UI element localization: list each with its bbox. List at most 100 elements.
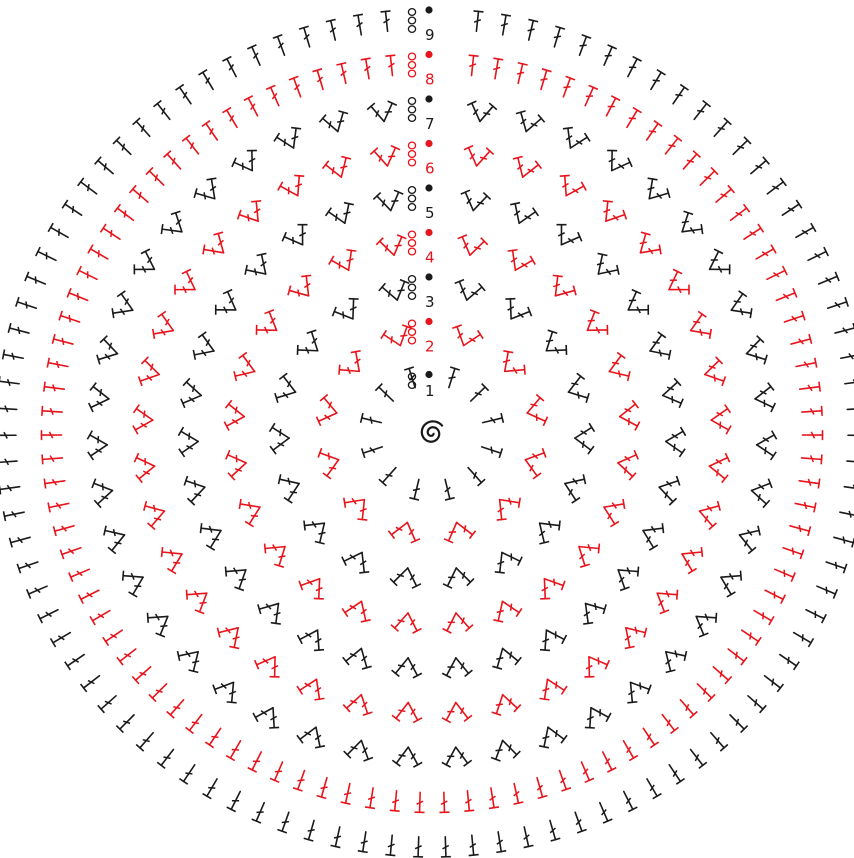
stitch-symbol (791, 334, 812, 344)
stitch-symbol (756, 245, 776, 259)
stitch-symbol (392, 658, 409, 677)
stitch-symbol (81, 676, 100, 692)
stitch-symbol (443, 613, 457, 633)
stitch-symbol (666, 441, 685, 457)
stitch-symbol (181, 395, 201, 407)
stitch-symbol (618, 450, 638, 463)
stitch-symbol (317, 778, 328, 799)
stitch-symbol (397, 280, 409, 300)
stitch-symbol (802, 454, 822, 464)
stitch-symbol (696, 613, 716, 623)
stitch-symbol (340, 157, 351, 178)
stitch-symbol (79, 590, 99, 603)
stitch-symbol (709, 466, 728, 483)
stitch-symbol (618, 567, 638, 577)
stitch-symbol (229, 628, 239, 649)
chain-stitch (408, 231, 415, 238)
stitch-symbol (561, 232, 581, 245)
chain-stitch (408, 187, 415, 194)
stitch-symbol (740, 526, 761, 536)
stitch-symbol (232, 158, 252, 171)
stitch-symbol (129, 577, 143, 597)
stitch-symbol (728, 649, 747, 665)
stitch-symbol (710, 249, 723, 269)
stitch-symbol (167, 554, 182, 574)
round-1-label: 1 (425, 382, 435, 400)
stitch-symbol (90, 611, 110, 625)
stitch-symbol (503, 601, 522, 616)
stitch-symbol (391, 190, 404, 210)
stitch-symbol (244, 96, 258, 116)
stitch-symbol (457, 522, 476, 538)
stitch-symbol (662, 715, 678, 734)
stitch-symbol (351, 351, 361, 372)
round-8-label: 8 (425, 71, 435, 89)
stitch-symbol (847, 457, 854, 467)
stitch-symbol (500, 498, 521, 508)
chain-stitch (408, 9, 415, 16)
stitch-symbol (503, 740, 521, 758)
stitch-symbol (408, 613, 422, 633)
stitch-symbol (149, 684, 167, 702)
stitch-symbol (224, 417, 244, 431)
stitch-symbol (579, 544, 599, 554)
stitch-symbol (568, 373, 584, 392)
stitch-symbol (575, 812, 586, 833)
stitch-symbol (367, 103, 384, 121)
stitch-symbol (301, 275, 311, 295)
stitch-symbol (9, 537, 30, 547)
stitch-symbol (669, 765, 684, 784)
stitch-symbol (394, 235, 406, 255)
stitch-symbol (390, 568, 408, 586)
stitch-symbol (442, 703, 456, 723)
stitch-symbol (265, 310, 277, 330)
stitch-symbol (744, 224, 763, 239)
chain-stitch (408, 329, 415, 336)
stitch-symbol (682, 554, 697, 574)
stitch-symbol (183, 378, 201, 395)
stitch-symbol (513, 157, 523, 178)
stitch-symbol (730, 715, 748, 733)
stitch-symbol (461, 190, 474, 210)
stitch-symbol (304, 521, 324, 531)
stitch-symbol (195, 593, 207, 613)
stitch-symbol (657, 590, 677, 600)
stitch-symbol (153, 329, 174, 339)
stitch-symbol (492, 695, 503, 716)
stitch-symbol (747, 336, 764, 354)
stitch-symbol (503, 351, 513, 372)
slip-stitch-dot (425, 371, 432, 378)
stitch-symbol (98, 696, 116, 713)
stitch-symbol (480, 103, 497, 121)
stitch-symbol (448, 367, 459, 388)
stitch-symbol (27, 586, 47, 598)
stitch-symbol (344, 498, 365, 508)
stitch-symbol (565, 484, 580, 503)
stitch-symbol (554, 26, 565, 47)
stitch-symbol (647, 779, 661, 799)
stitch-symbol (0, 457, 17, 467)
stitch-symbol (226, 450, 246, 463)
stitch-symbol (840, 511, 854, 521)
stitch-symbol (620, 400, 639, 416)
chain-stitch (408, 195, 415, 202)
stitch-symbol (516, 111, 526, 132)
stitch-symbol (375, 384, 393, 402)
stitch-symbol (297, 345, 317, 355)
stitch-symbol (234, 371, 255, 381)
round-labels: 123456789 (425, 26, 435, 400)
stitch-symbol (271, 604, 281, 624)
chain-stitch (408, 142, 415, 149)
stitch-symbol (790, 525, 811, 536)
stitch-symbol (117, 649, 136, 665)
stitch-symbol (108, 535, 125, 554)
stitch-symbol (320, 394, 337, 412)
stitch-symbol (826, 562, 847, 573)
stitch-symbol (612, 158, 632, 171)
stitch-symbol (385, 835, 395, 855)
chain-stitch (408, 293, 415, 300)
stitch-symbol (365, 788, 375, 809)
stitch-symbol (319, 115, 337, 132)
stitch-symbol (123, 571, 143, 581)
